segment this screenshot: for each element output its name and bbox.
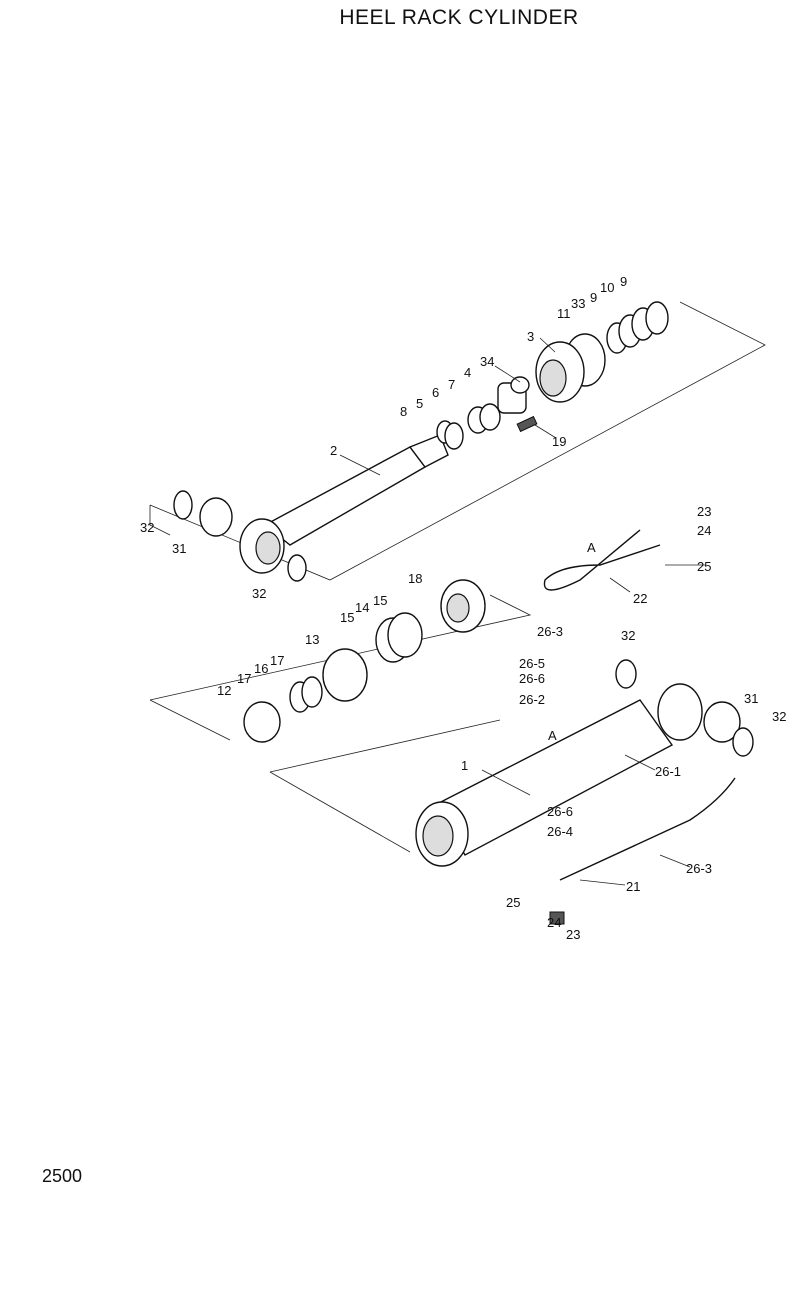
callouts: 9 10 9 33 11 3 34 4 7 6 5 8 19 2 32 31 3… <box>140 274 786 942</box>
drawing-title: HEEL RACK CYLINDER <box>339 6 579 29</box>
callout-A-upper: A <box>587 540 596 555</box>
callout-14: 14 <box>355 600 369 615</box>
callout-24a: 24 <box>697 523 711 538</box>
callout-26-6a: 26-6 <box>519 671 545 686</box>
callout-25a: 25 <box>697 559 711 574</box>
callout-8: 8 <box>400 404 407 419</box>
callout-23b: 23 <box>566 927 580 942</box>
callout-5: 5 <box>416 396 423 411</box>
callout-32a: 32 <box>140 520 154 535</box>
piston-assembly <box>243 579 486 743</box>
callout-22: 22 <box>633 591 647 606</box>
callout-26-1: 26-1 <box>655 764 681 779</box>
callout-26-2: 26-2 <box>519 692 545 707</box>
callout-2: 2 <box>330 443 337 458</box>
callout-12: 12 <box>217 683 231 698</box>
callout-15b: 15 <box>340 610 354 625</box>
piston-rod <box>239 434 449 574</box>
callout-17a: 17 <box>270 653 284 668</box>
callout-7: 7 <box>448 377 455 392</box>
callout-32d: 32 <box>772 709 786 724</box>
callout-32c: 32 <box>621 628 635 643</box>
callout-31b: 31 <box>744 691 758 706</box>
callout-3: 3 <box>527 329 534 344</box>
callout-17b: 17 <box>237 671 251 686</box>
callout-23a: 23 <box>697 504 711 519</box>
callout-16: 16 <box>254 661 268 676</box>
callout-10: 10 <box>600 280 614 295</box>
rod-cover <box>497 333 606 414</box>
callout-19: 19 <box>552 434 566 449</box>
bushing-upper <box>173 490 307 582</box>
cylinder-tube <box>415 659 754 867</box>
callout-9b: 9 <box>590 290 597 305</box>
callout-21: 21 <box>626 879 640 894</box>
callout-34: 34 <box>480 354 494 369</box>
callout-26-3a: 26-3 <box>537 624 563 639</box>
callout-26-6b: 26-6 <box>547 804 573 819</box>
callout-1: 1 <box>461 758 468 773</box>
callout-26-5: 26-5 <box>519 656 545 671</box>
callout-A-lower: A <box>548 728 557 743</box>
seal-rings-rod <box>436 403 538 450</box>
callout-33: 33 <box>571 296 585 311</box>
callout-25b: 25 <box>506 895 520 910</box>
callout-4: 4 <box>464 365 471 380</box>
callout-15a: 15 <box>373 593 387 608</box>
callout-9a: 9 <box>620 274 627 289</box>
hydraulic-pipes <box>543 529 736 925</box>
page-number: 2500 <box>42 1166 83 1186</box>
leader-lines <box>339 337 705 886</box>
callout-6: 6 <box>432 385 439 400</box>
callout-32b: 32 <box>252 586 266 601</box>
callout-24b: 24 <box>547 915 561 930</box>
callout-11: 11 <box>557 306 571 321</box>
seal-rings-head <box>606 301 669 354</box>
callout-26-3b: 26-3 <box>686 861 712 876</box>
callout-13: 13 <box>305 632 319 647</box>
callout-18: 18 <box>408 571 422 586</box>
callout-26-4: 26-4 <box>547 824 573 839</box>
callout-31a: 31 <box>172 541 186 556</box>
